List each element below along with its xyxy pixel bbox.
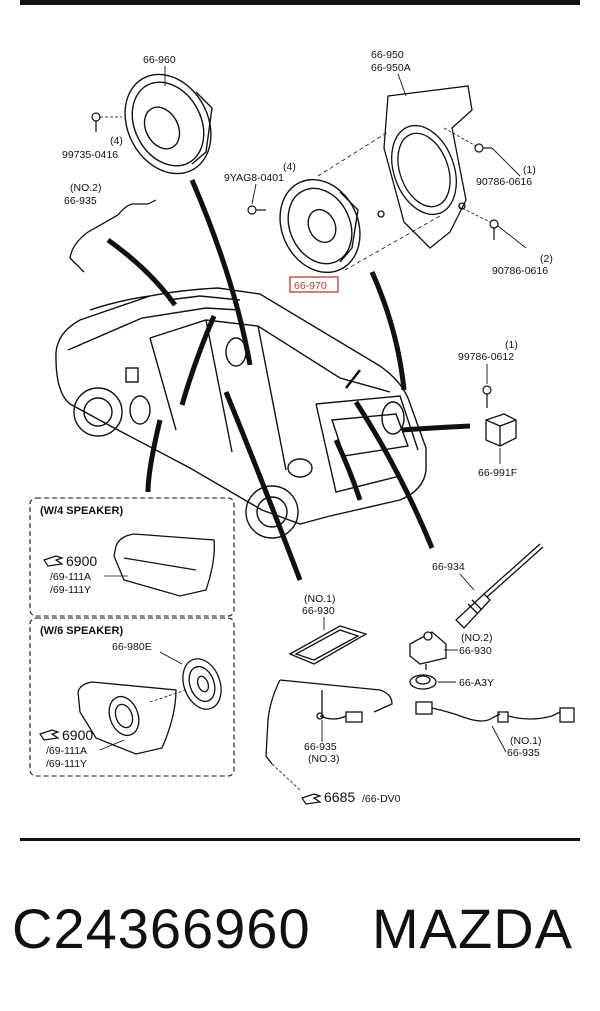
- feeder-no1: (NO.1): [510, 735, 542, 747]
- w6-ref: 6900: [62, 727, 93, 743]
- part-number: C24366960: [12, 897, 311, 960]
- door-trim-icon: [77, 681, 177, 755]
- part-935-no3-label: 66-935: [304, 741, 337, 753]
- bolt-qty-1: (1): [523, 164, 536, 176]
- speaker-bracket-icon: [377, 85, 473, 249]
- w6-y: /69-111Y: [46, 758, 87, 770]
- front-speaker-label: 66-960: [143, 54, 176, 66]
- car-body-icon: [55, 287, 427, 539]
- ref-6685: 6685: [324, 789, 355, 805]
- w6-tweeter-label: 66-980E: [112, 641, 152, 653]
- w4-a: /69-111A: [50, 571, 91, 583]
- antenna-pad-icon: [288, 625, 368, 665]
- bolt-icon: [482, 385, 492, 408]
- part-930-label: 66-930: [302, 605, 335, 617]
- bolt-label-2: 90786-0616: [492, 265, 548, 277]
- antenna-wire-icon: [69, 203, 148, 273]
- mid-screw-label: 9YAG8-0401: [224, 172, 284, 184]
- amp-label: 66-991F: [478, 467, 517, 479]
- bottom-rule: [20, 838, 580, 841]
- bolt-icon: [489, 219, 499, 240]
- parts-diagram: 66-960 (4) 99735-0416 (NO.2) 66-935 66-9…: [29, 49, 575, 805]
- bracket-label-b: 66-950A: [371, 62, 411, 74]
- feeder-cable-icon: [415, 701, 575, 723]
- base-930-label: 66-930: [459, 645, 492, 657]
- rear-speaker-label[interactable]: 66-970: [294, 280, 327, 292]
- bolt-qty-2: (2): [540, 253, 553, 265]
- screw-front-label: 99735-0416: [62, 149, 118, 161]
- w4-speaker-box: [29, 497, 235, 617]
- w6-speaker-box: [29, 617, 235, 777]
- antenna-cap-icon: [409, 674, 437, 690]
- reference-hand-icon: [43, 555, 64, 567]
- screw-icon: [91, 112, 101, 132]
- amplifier-icon: [485, 413, 517, 447]
- door-trim-icon: [113, 533, 215, 597]
- antenna-rod-icon: [455, 543, 544, 629]
- bolt-label-1: 90786-0616: [476, 176, 532, 188]
- tweeter-icon: [182, 658, 222, 710]
- reference-hand-icon: [39, 729, 60, 741]
- brand-name: MAZDA: [372, 897, 573, 960]
- part-930-no1: (NO.1): [304, 593, 336, 605]
- wire-no2-qty: (NO.2): [70, 182, 102, 194]
- feeder-935-label: 66-935: [507, 747, 540, 759]
- rear-speaker-icon[interactable]: [265, 166, 374, 285]
- screw-icon: [247, 205, 266, 215]
- w4-ref: 6900: [66, 553, 97, 569]
- amp-bolt-qty: (1): [505, 339, 518, 351]
- no3-qty: (NO.3): [308, 753, 340, 765]
- w6-title: (W/6 SPEAKER): [40, 625, 123, 637]
- w6-a: /69-111A: [46, 745, 87, 757]
- reference-hand-icon: [301, 793, 322, 805]
- screw-qty-front: (4): [110, 135, 123, 147]
- front-speaker-icon[interactable]: [108, 59, 227, 188]
- mid-screw-qty: (4): [283, 161, 296, 173]
- w4-y: /69-111Y: [50, 584, 91, 596]
- cap-label: 66-A3Y: [459, 677, 494, 689]
- bolt-icon: [474, 143, 492, 153]
- ref-66dv0: /66-DV0: [362, 793, 401, 805]
- wire-935-top-label: 66-935: [64, 195, 97, 207]
- antenna-rod-label: 66-934: [432, 561, 465, 573]
- amp-bolt-label: 99786-0612: [458, 351, 514, 363]
- bracket-label-a: 66-950: [371, 49, 404, 61]
- center-cable-icon: [265, 679, 393, 765]
- w4-title: (W/4 SPEAKER): [40, 505, 123, 517]
- base-no2: (NO.2): [461, 632, 493, 644]
- top-rule: [20, 0, 580, 5]
- antenna-base-icon: [409, 631, 447, 670]
- rear-speaker-highlight: [289, 276, 339, 293]
